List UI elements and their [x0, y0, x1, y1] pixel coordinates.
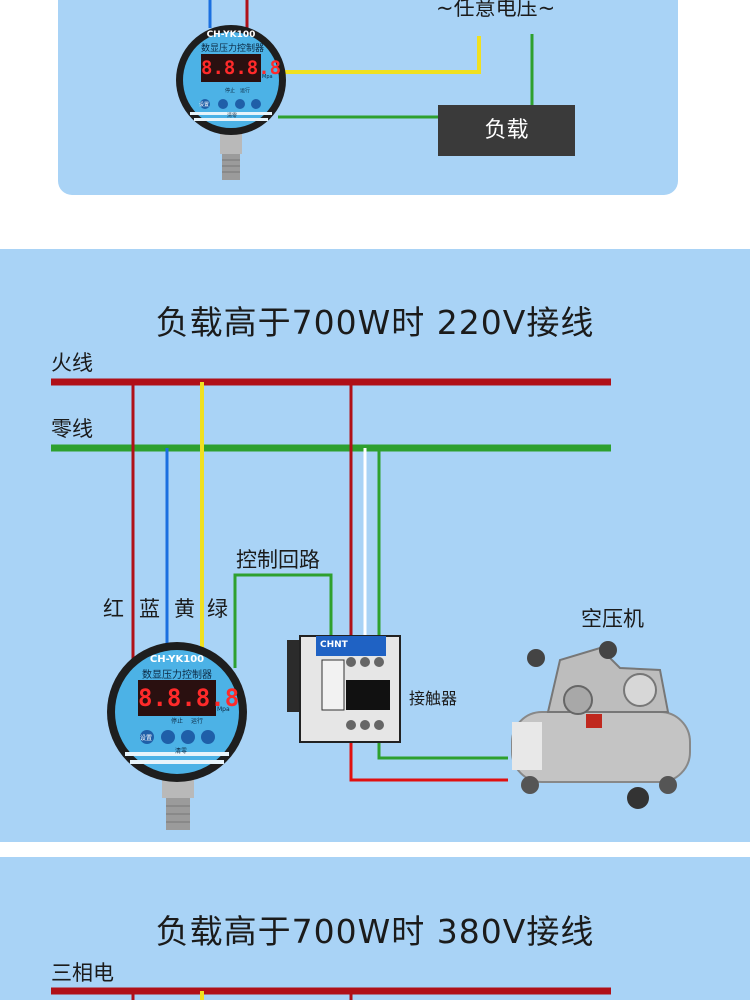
middle-gauge-key-stop: 停止 — [171, 718, 184, 725]
air-compressor — [511, 641, 691, 809]
top-pressure-gauge — [176, 25, 286, 180]
top-gauge-display: 8.8.8.8 — [201, 57, 282, 79]
three-phase-label: 三相电 — [51, 961, 114, 985]
middle-title: 负载高于700W时 220V接线 — [155, 303, 595, 342]
middle-gauge-key-clear: 清零 — [175, 748, 188, 755]
top-wires — [208, 0, 534, 119]
top-gauge-model: CH-YK100 — [206, 30, 256, 40]
top-gauge-unit: Mpa — [262, 74, 273, 80]
top-gauge-name: 数显压力控制器 — [201, 44, 265, 54]
contactor-label: 接触器 — [409, 689, 458, 708]
wire-color-red-label: 红 — [103, 597, 124, 621]
control-loop-label: 控制回路 — [236, 548, 320, 572]
bottom-diagram-panel — [0, 857, 750, 1000]
wire-color-yellow-label: 黄 — [174, 597, 195, 621]
top-gauge-key-clear: 清零 — [227, 113, 238, 119]
voltage-label: ~任意电压~ — [436, 0, 556, 20]
middle-pressure-gauge — [107, 642, 247, 830]
live-wire-label: 火线 — [51, 351, 93, 375]
middle-wires — [131, 382, 508, 782]
middle-gauge-key-run: 运行 — [191, 718, 204, 725]
neutral-wire-label: 零线 — [51, 417, 93, 441]
middle-gauge-display: 8.8.8.8 — [138, 684, 240, 712]
middle-gauge-model: CH-YK100 — [149, 654, 205, 665]
middle-gauge-name: 数显压力控制器 — [142, 670, 212, 681]
top-gauge-key-set: 设置 — [199, 102, 210, 108]
wire-color-green-label: 绿 — [207, 597, 228, 621]
top-diagram-panel — [58, 0, 678, 195]
wire-color-blue-label: 蓝 — [139, 597, 160, 621]
bottom-wires — [51, 987, 611, 1000]
middle-gauge-key-set: 设置 — [140, 735, 153, 742]
bottom-title: 负载高于700W时 380V接线 — [155, 912, 595, 951]
compressor-label: 空压机 — [581, 607, 644, 631]
load-box: 负载 — [438, 105, 575, 156]
contactor-device — [287, 635, 401, 743]
top-gauge-key-stop: 停止 — [225, 88, 236, 94]
middle-gauge-unit: Mpa — [217, 706, 230, 713]
contactor-brand: CHNT — [320, 640, 348, 650]
top-gauge-key-run: 运行 — [240, 88, 251, 94]
